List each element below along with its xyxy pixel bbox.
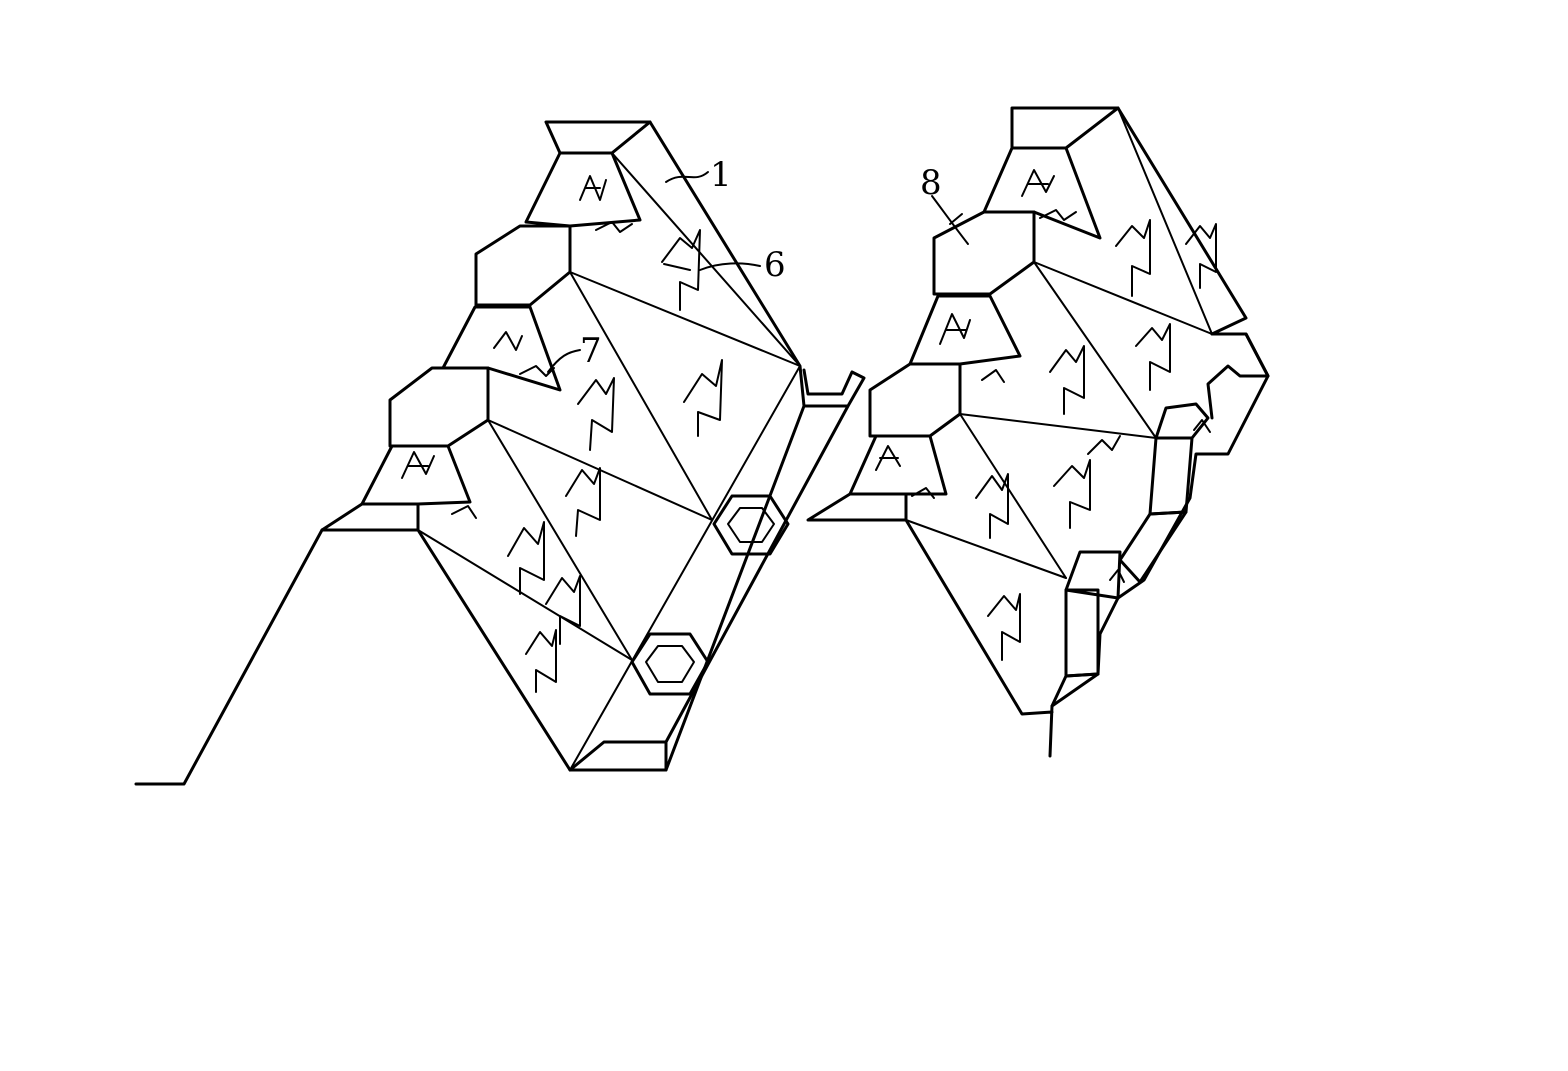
right-step-block-3 [908,294,1022,366]
right-embankment-block: 8 [806,106,1270,758]
leader-line-1 [665,171,709,183]
right-panel-line-2 [959,413,1157,439]
left-top-cap [544,120,652,155]
left-step-block-5 [524,151,642,228]
right-toe-block-1 [1206,332,1270,420]
right-step-block-1 [848,434,948,496]
right-panel-diag-2 [959,413,1067,579]
ref-label-7: 7 [580,331,602,371]
right-toe-block-7 [1050,672,1100,708]
left-toe-ledge [568,740,668,772]
leader-line-8 [931,195,969,245]
right-toe-block-6 [1064,588,1100,678]
right-toe-block-5 [1064,550,1122,600]
left-panel-diag-1 [569,271,713,521]
left-panel-line-3 [417,529,633,661]
left-panel-diag-3 [611,152,801,367]
grass-symbols-right [975,219,1217,661]
drainage-channel [664,368,866,744]
grass-symbols-left [507,229,723,693]
ref-label-8: 8 [920,163,942,203]
plant-symbols-right [875,169,1211,583]
right-panel-diag-3 [1117,107,1213,335]
left-embankment-block: 1 6 7 [134,120,866,786]
left-step-block-4 [474,224,572,307]
ground-line [134,528,324,786]
ref-label-1: 1 [710,155,732,195]
right-step-block-4 [932,210,1036,296]
left-slope-face-outline [416,120,806,772]
right-panel-diag-1 [1033,261,1157,439]
leader-line-7 [547,349,581,373]
right-toe-block-3 [1148,436,1194,516]
left-step-block-2 [388,366,490,448]
left-panel-diag-2 [487,419,633,661]
left-step-block-3 [441,305,562,392]
right-toe-block-4 [1118,510,1188,584]
drainage-channel-inner [569,365,801,771]
hex-drain-hole-lower [630,632,710,696]
right-panel-line-1 [1033,261,1213,335]
leader-line-6 [699,262,761,271]
right-toe-block-2 [1154,402,1210,440]
left-step-block-1 [360,444,472,506]
left-panel-line-1 [569,271,801,367]
right-step-block-5 [982,146,1102,240]
right-panel-line-3 [905,519,1067,579]
plant-symbols-left [401,175,633,519]
right-base-ledge [806,492,908,522]
right-step-block-2 [868,362,962,438]
hex-drain-hole-upper [712,494,790,556]
ref-label-6: 6 [764,245,786,285]
left-base-ledge [320,502,420,532]
right-top-cap [1010,106,1120,150]
